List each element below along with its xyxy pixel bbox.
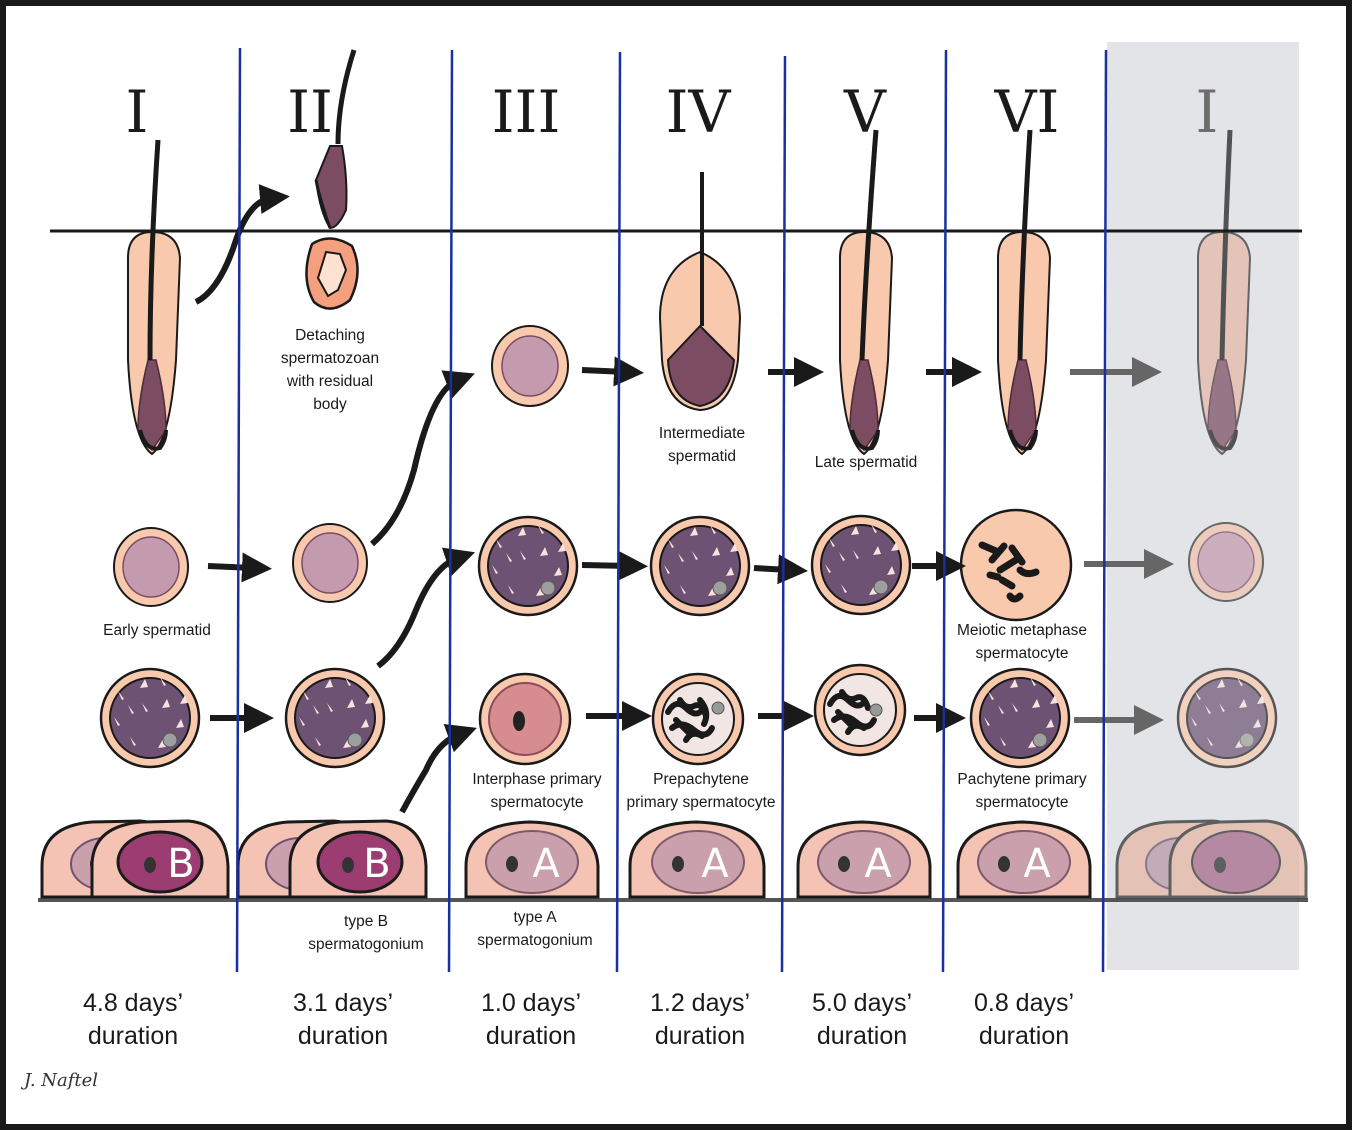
label-detaching-4: body — [313, 396, 347, 413]
label-interphase-2: spermatocyte — [490, 794, 583, 811]
round-spermatid-stage-3 — [492, 326, 568, 406]
early-spermatid-repeat — [1189, 523, 1263, 601]
duration-stage-6-line1: 0.8 days’ — [974, 989, 1074, 1017]
prepachytene-spermatocyte-stage-5 — [815, 665, 905, 755]
spermatogonium-type-b-stage-1: B — [42, 821, 228, 897]
label-late-spermatid: Late spermatid — [815, 454, 918, 471]
early-spermatid-stage-1 — [114, 528, 188, 606]
meiotic-metaphase-spermatocyte — [961, 510, 1071, 620]
spermatogonium-repeat — [1117, 821, 1306, 897]
label-early-spermatid: Early spermatid — [103, 622, 211, 639]
prepachytene-spermatocyte-stage-4 — [653, 674, 743, 764]
artist-signature: J. Naftel — [20, 1070, 98, 1091]
label-type-b-1: type B — [344, 913, 388, 930]
stage-numeral-repeat: I — [1196, 78, 1219, 146]
duration-stage-5-line2: duration — [817, 1022, 907, 1050]
spermatogonium-type-a-stage-3: A — [466, 822, 598, 897]
stage-numeral-5: V — [843, 78, 887, 146]
spermatogonium-letter-b-2: B — [363, 841, 390, 887]
stage-numerals: I II III IV V VI I — [126, 78, 1219, 146]
label-meiotic-2: spermatocyte — [975, 645, 1068, 662]
stage-numeral-1: I — [126, 78, 149, 146]
early-spermatid-stage-2 — [293, 524, 367, 602]
primary-spermatocyte-repeat — [1178, 669, 1276, 767]
duration-stage-3-line1: 1.0 days’ — [481, 989, 581, 1017]
spermatocyte-row-middle — [479, 516, 910, 615]
label-type-a-1: type A — [513, 909, 557, 926]
stage-numeral-6: VI — [994, 78, 1060, 146]
stage-numeral-4: IV — [666, 78, 732, 146]
spermatogonium-type-a-stage-5: A — [798, 822, 930, 897]
duration-stage-4-line1: 1.2 days’ — [650, 989, 750, 1017]
duration-stage-5-line1: 5.0 days’ — [812, 989, 912, 1017]
label-detaching-2: spermatozoan — [281, 350, 379, 367]
label-prepachytene-2: primary spermatocyte — [626, 794, 775, 811]
label-pachytene-2: spermatocyte — [975, 794, 1068, 811]
pachytene-primary-spermatocyte — [971, 669, 1069, 767]
primary-spermatocyte-stage-1 — [101, 669, 199, 767]
spermatogonium-type-a-stage-6: A — [958, 822, 1090, 897]
spermatogonium-type-b-stage-2: B — [238, 821, 426, 897]
interphase-primary-spermatocyte — [480, 674, 570, 764]
spermatogonium-letter-a-6: A — [1023, 841, 1051, 887]
duration-stage-6-line2: duration — [979, 1022, 1069, 1050]
duration-stage-3-line2: duration — [486, 1022, 576, 1050]
label-detaching-1: Detaching — [295, 327, 365, 344]
stage-numeral-2: II — [287, 78, 333, 146]
duration-stage-1-line2: duration — [88, 1022, 178, 1050]
duration-stage-1-line1: 4.8 days’ — [83, 989, 183, 1017]
label-type-a-2: spermatogonium — [477, 932, 592, 949]
spermatogonium-letter-a-4: A — [701, 841, 729, 887]
spermatogonium-letter-b-1: B — [167, 841, 194, 887]
duration-stage-2-line2: duration — [298, 1022, 388, 1050]
label-detaching-3: with residual — [286, 373, 373, 390]
pachytene-spermatocyte-stage-5 — [812, 516, 910, 614]
label-prepachytene-1: Prepachytene — [653, 771, 749, 788]
label-intermediate-2: spermatid — [668, 448, 736, 465]
stage-numeral-3: III — [492, 78, 561, 146]
duration-stage-4-line2: duration — [655, 1022, 745, 1050]
label-meiotic-1: Meiotic metaphase — [957, 622, 1087, 639]
primary-spermatocyte-stage-2 — [286, 669, 384, 767]
pachytene-spermatocyte-stage-4 — [651, 517, 749, 615]
duration-stage-2-line1: 3.1 days’ — [293, 989, 393, 1017]
label-intermediate-1: Intermediate — [659, 425, 745, 442]
spermatogonium-letter-a-3: A — [532, 841, 560, 887]
spermatogonium-letter-a-5: A — [864, 841, 892, 887]
spermatogonium-type-a-stage-4: A — [630, 822, 764, 897]
label-type-b-2: spermatogonium — [308, 936, 423, 953]
label-pachytene-1: Pachytene primary — [957, 771, 1086, 788]
label-interphase-1: Interphase primary — [472, 771, 601, 788]
pachytene-spermatocyte-stage-3 — [479, 517, 577, 615]
